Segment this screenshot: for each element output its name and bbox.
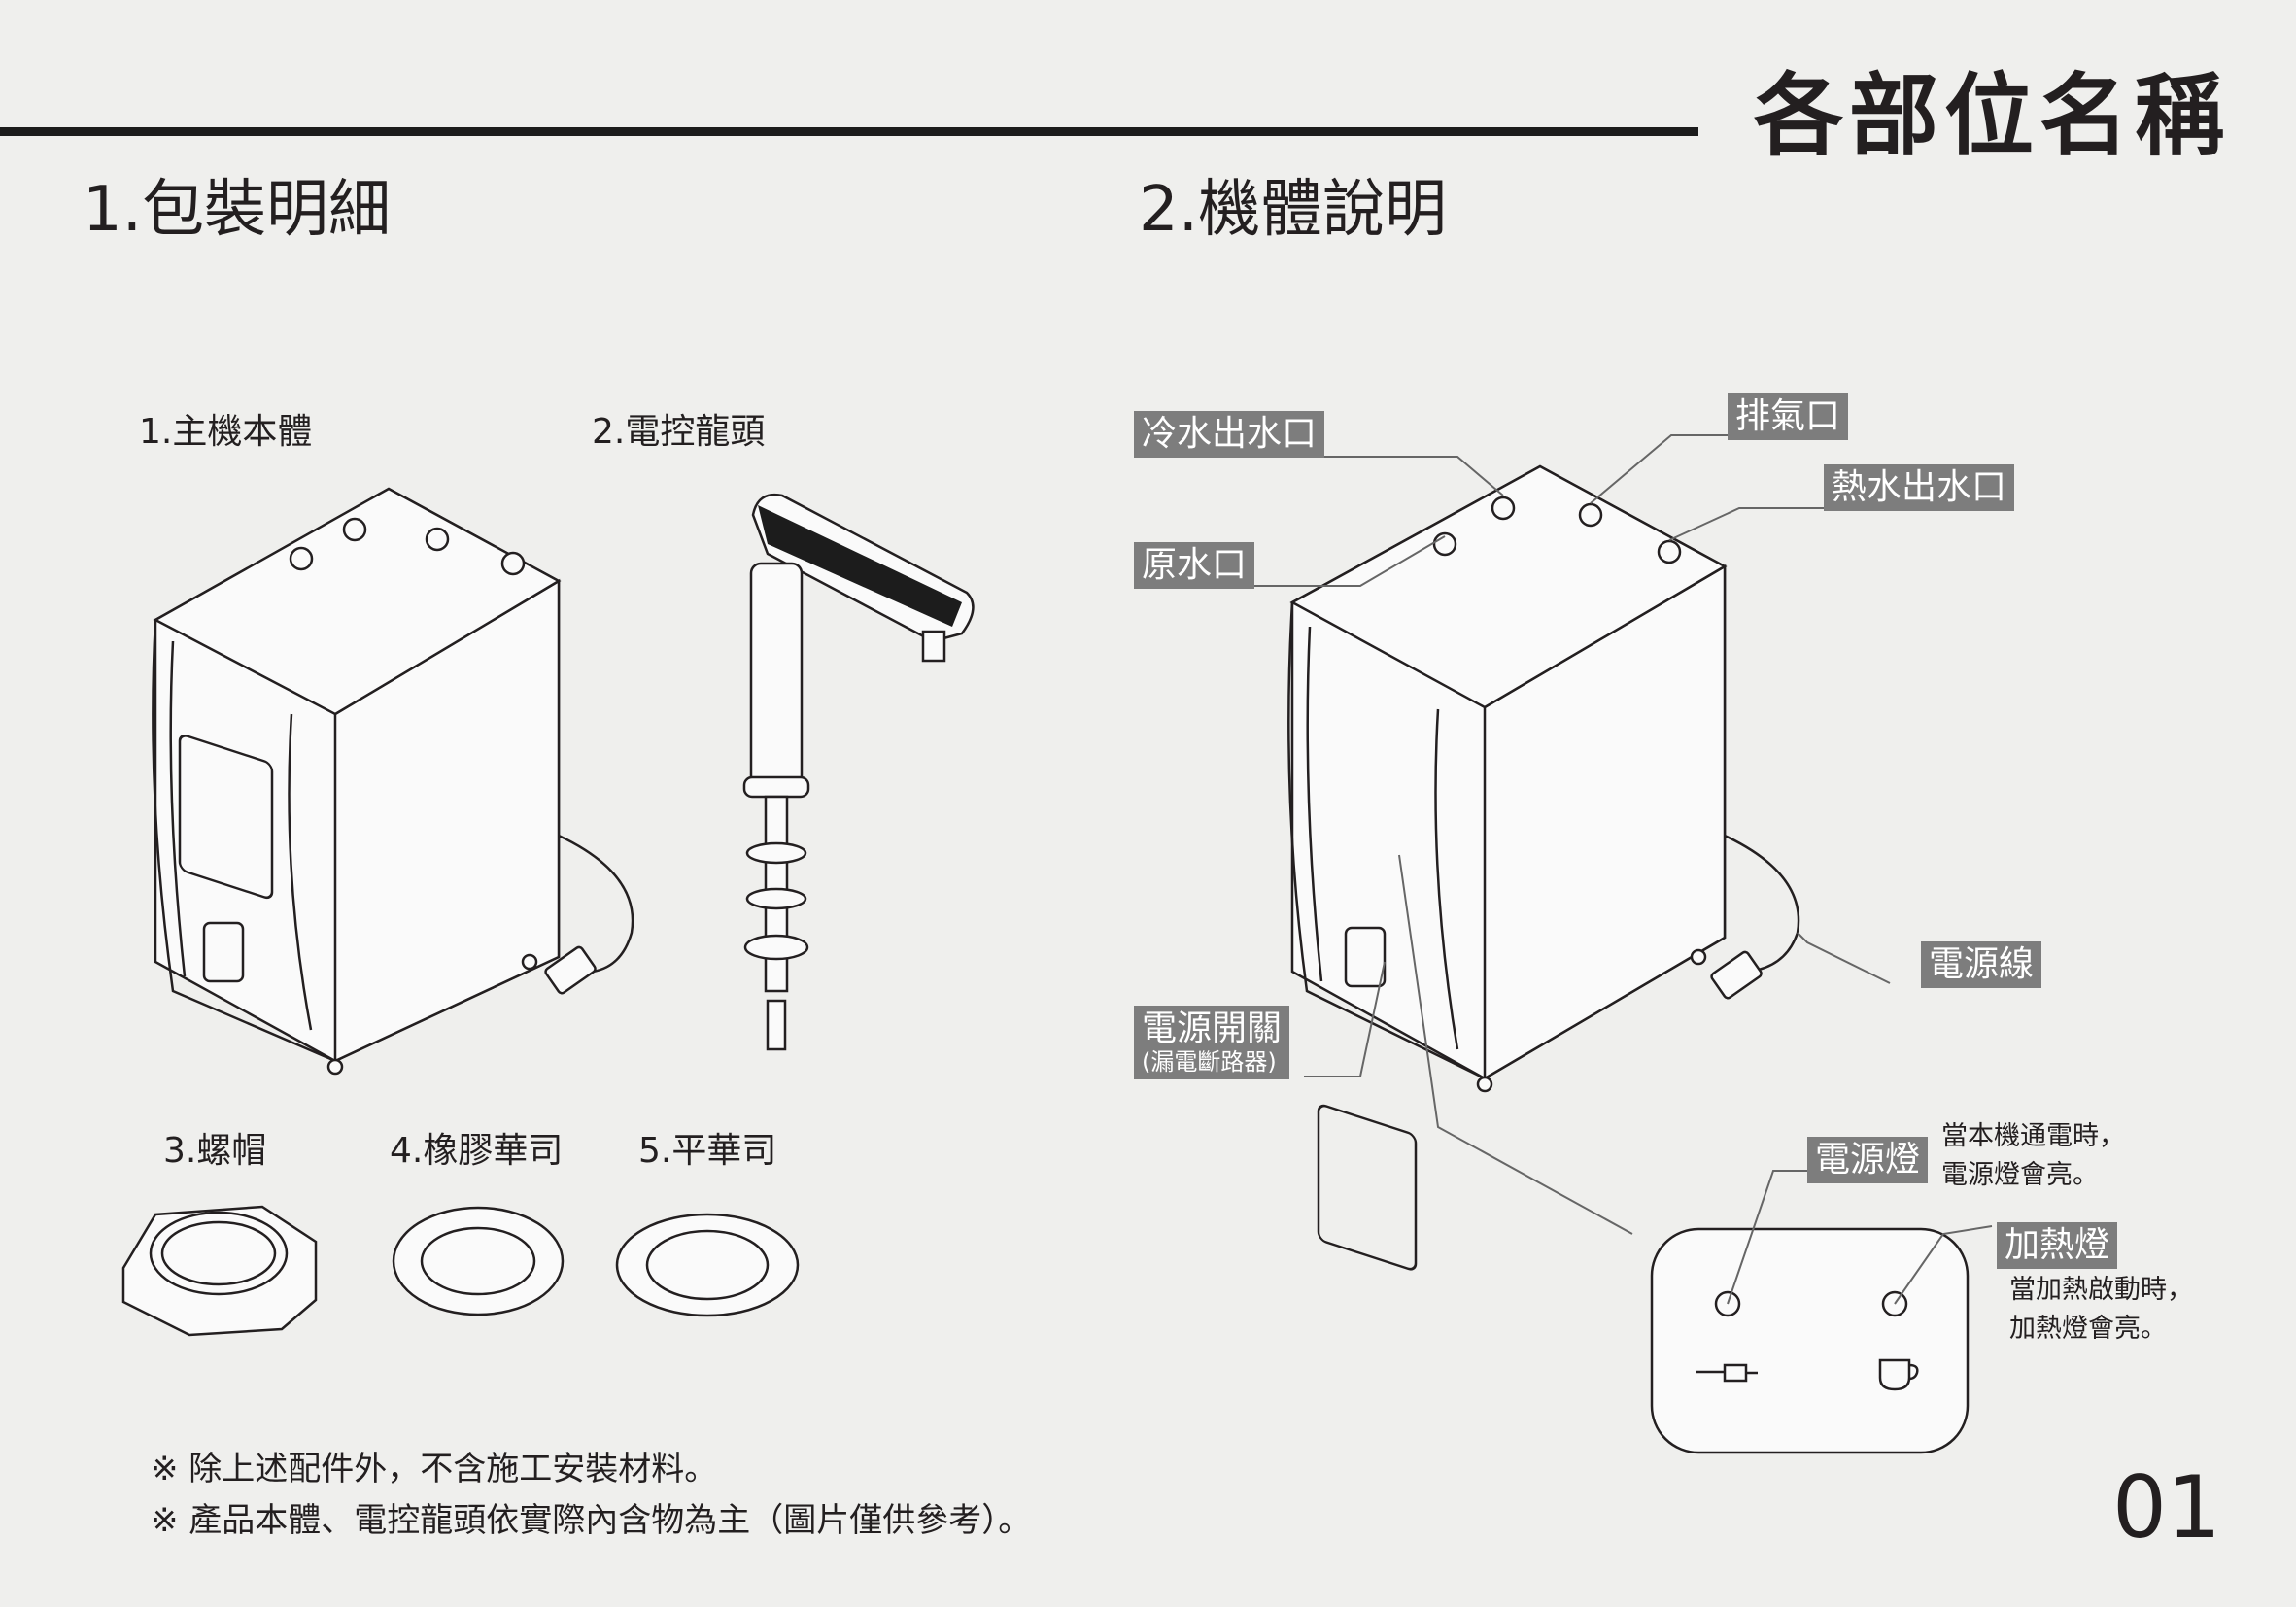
tag-power-switch-label: 電源開關 bbox=[1142, 1009, 1283, 1048]
tag-cold-outlet: 冷水出水口 bbox=[1134, 411, 1325, 458]
page-title: 各部位名稱 bbox=[1754, 64, 2231, 168]
page-number: 01 bbox=[2112, 1457, 2221, 1557]
tag-power-light: 電源燈 bbox=[1807, 1137, 1929, 1183]
label-faucet: 2.電控龍頭 bbox=[592, 412, 766, 452]
header-rule bbox=[0, 127, 1698, 136]
tag-hot-outlet: 熱水出水口 bbox=[1824, 464, 2015, 511]
heat-light-note-line1: 當加熱啟動時， bbox=[2009, 1275, 2193, 1305]
label-rubber-washer: 4.橡膠華司 bbox=[390, 1131, 564, 1171]
tag-power-switch-sub: (漏電斷路器) bbox=[1142, 1048, 1277, 1076]
rubber-washer-illustration bbox=[392, 1206, 565, 1316]
heat-light-note: 當加熱啟動時， 加熱燈會亮。 bbox=[2009, 1271, 2193, 1349]
label-main-unit: 1.主機本體 bbox=[139, 412, 313, 452]
tag-power-switch: 電源開關 (漏電斷路器) bbox=[1134, 1006, 1290, 1079]
faucet-illustration bbox=[742, 493, 975, 1051]
tag-raw-inlet: 原水口 bbox=[1134, 542, 1255, 589]
tag-vent: 排氣口 bbox=[1728, 393, 1849, 440]
indicator-panel-illustration bbox=[1650, 1227, 1970, 1454]
tag-heat-light: 加熱燈 bbox=[1997, 1222, 2118, 1269]
footnote-2: ※ 產品本體、電控龍頭依實際內含物為主（圖片僅供參考）。 bbox=[151, 1501, 1032, 1540]
tag-power-cord: 電源線 bbox=[1921, 941, 2042, 988]
label-nut: 3.螺帽 bbox=[163, 1131, 267, 1171]
power-light-note-line1: 當本機通電時， bbox=[1941, 1121, 2125, 1151]
section-packing-heading: 1.包裝明細 bbox=[83, 174, 392, 246]
body-illustration bbox=[1287, 464, 1800, 1271]
footnote-1: ※ 除上述配件外，不含施工安裝材料。 bbox=[151, 1450, 718, 1488]
leader-lines bbox=[1229, 434, 1993, 1305]
power-light-note-line2: 電源燈會亮。 bbox=[1941, 1160, 2099, 1190]
section-body-heading: 2.機體說明 bbox=[1139, 174, 1448, 246]
flat-washer-illustration bbox=[615, 1213, 800, 1317]
main-unit-illustration bbox=[152, 487, 634, 1076]
nut-illustration bbox=[121, 1205, 318, 1337]
label-flat-washer: 5.平華司 bbox=[638, 1131, 777, 1171]
heat-light-note-line2: 加熱燈會亮。 bbox=[2009, 1314, 2167, 1344]
power-light-note: 當本機通電時， 電源燈會亮。 bbox=[1941, 1117, 2125, 1195]
